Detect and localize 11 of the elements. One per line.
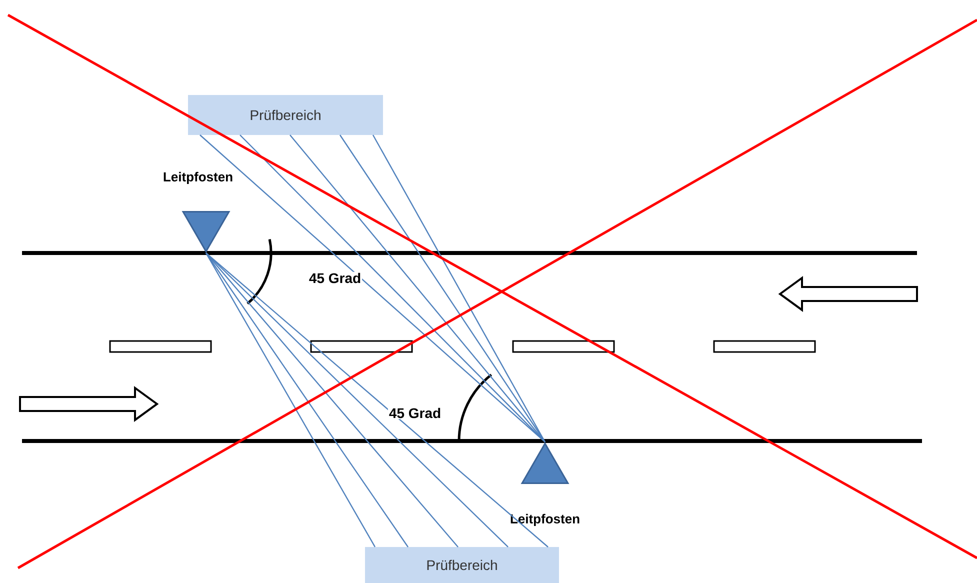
sight-line <box>205 252 376 548</box>
sight-line <box>206 252 408 548</box>
sight-line <box>372 134 546 442</box>
area-box: Prüfbereich <box>365 546 559 583</box>
angle-label: 45 Grad <box>308 272 362 284</box>
sight-line <box>206 252 458 548</box>
post-label: Leitpfosten <box>162 170 234 186</box>
sight-line <box>290 134 546 442</box>
area-box: Prüfbereich <box>188 95 383 135</box>
angle-label: 45 Grad <box>388 406 442 420</box>
sight-line <box>340 134 546 442</box>
